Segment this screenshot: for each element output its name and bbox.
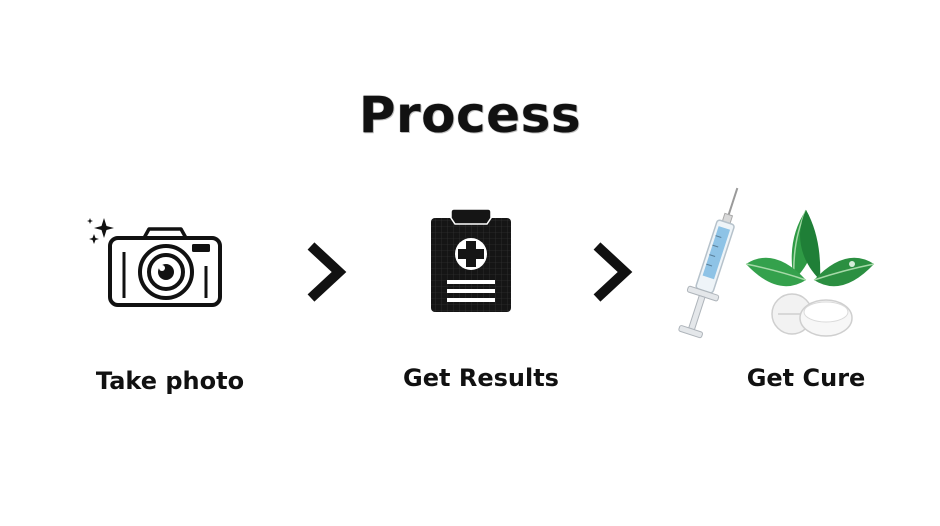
syringe-and-leaves-icon <box>678 187 875 339</box>
step-label-take-photo: Take photo <box>95 367 245 395</box>
chevron-right-icon <box>307 242 347 302</box>
step-label-get-results: Get Results <box>403 364 559 392</box>
medical-clipboard-icon <box>431 208 511 312</box>
step-label-get-cure: Get Cure <box>746 364 866 392</box>
chevron-right-icon <box>593 242 633 302</box>
camera-icon <box>87 218 222 307</box>
page-title: Process <box>358 86 582 144</box>
